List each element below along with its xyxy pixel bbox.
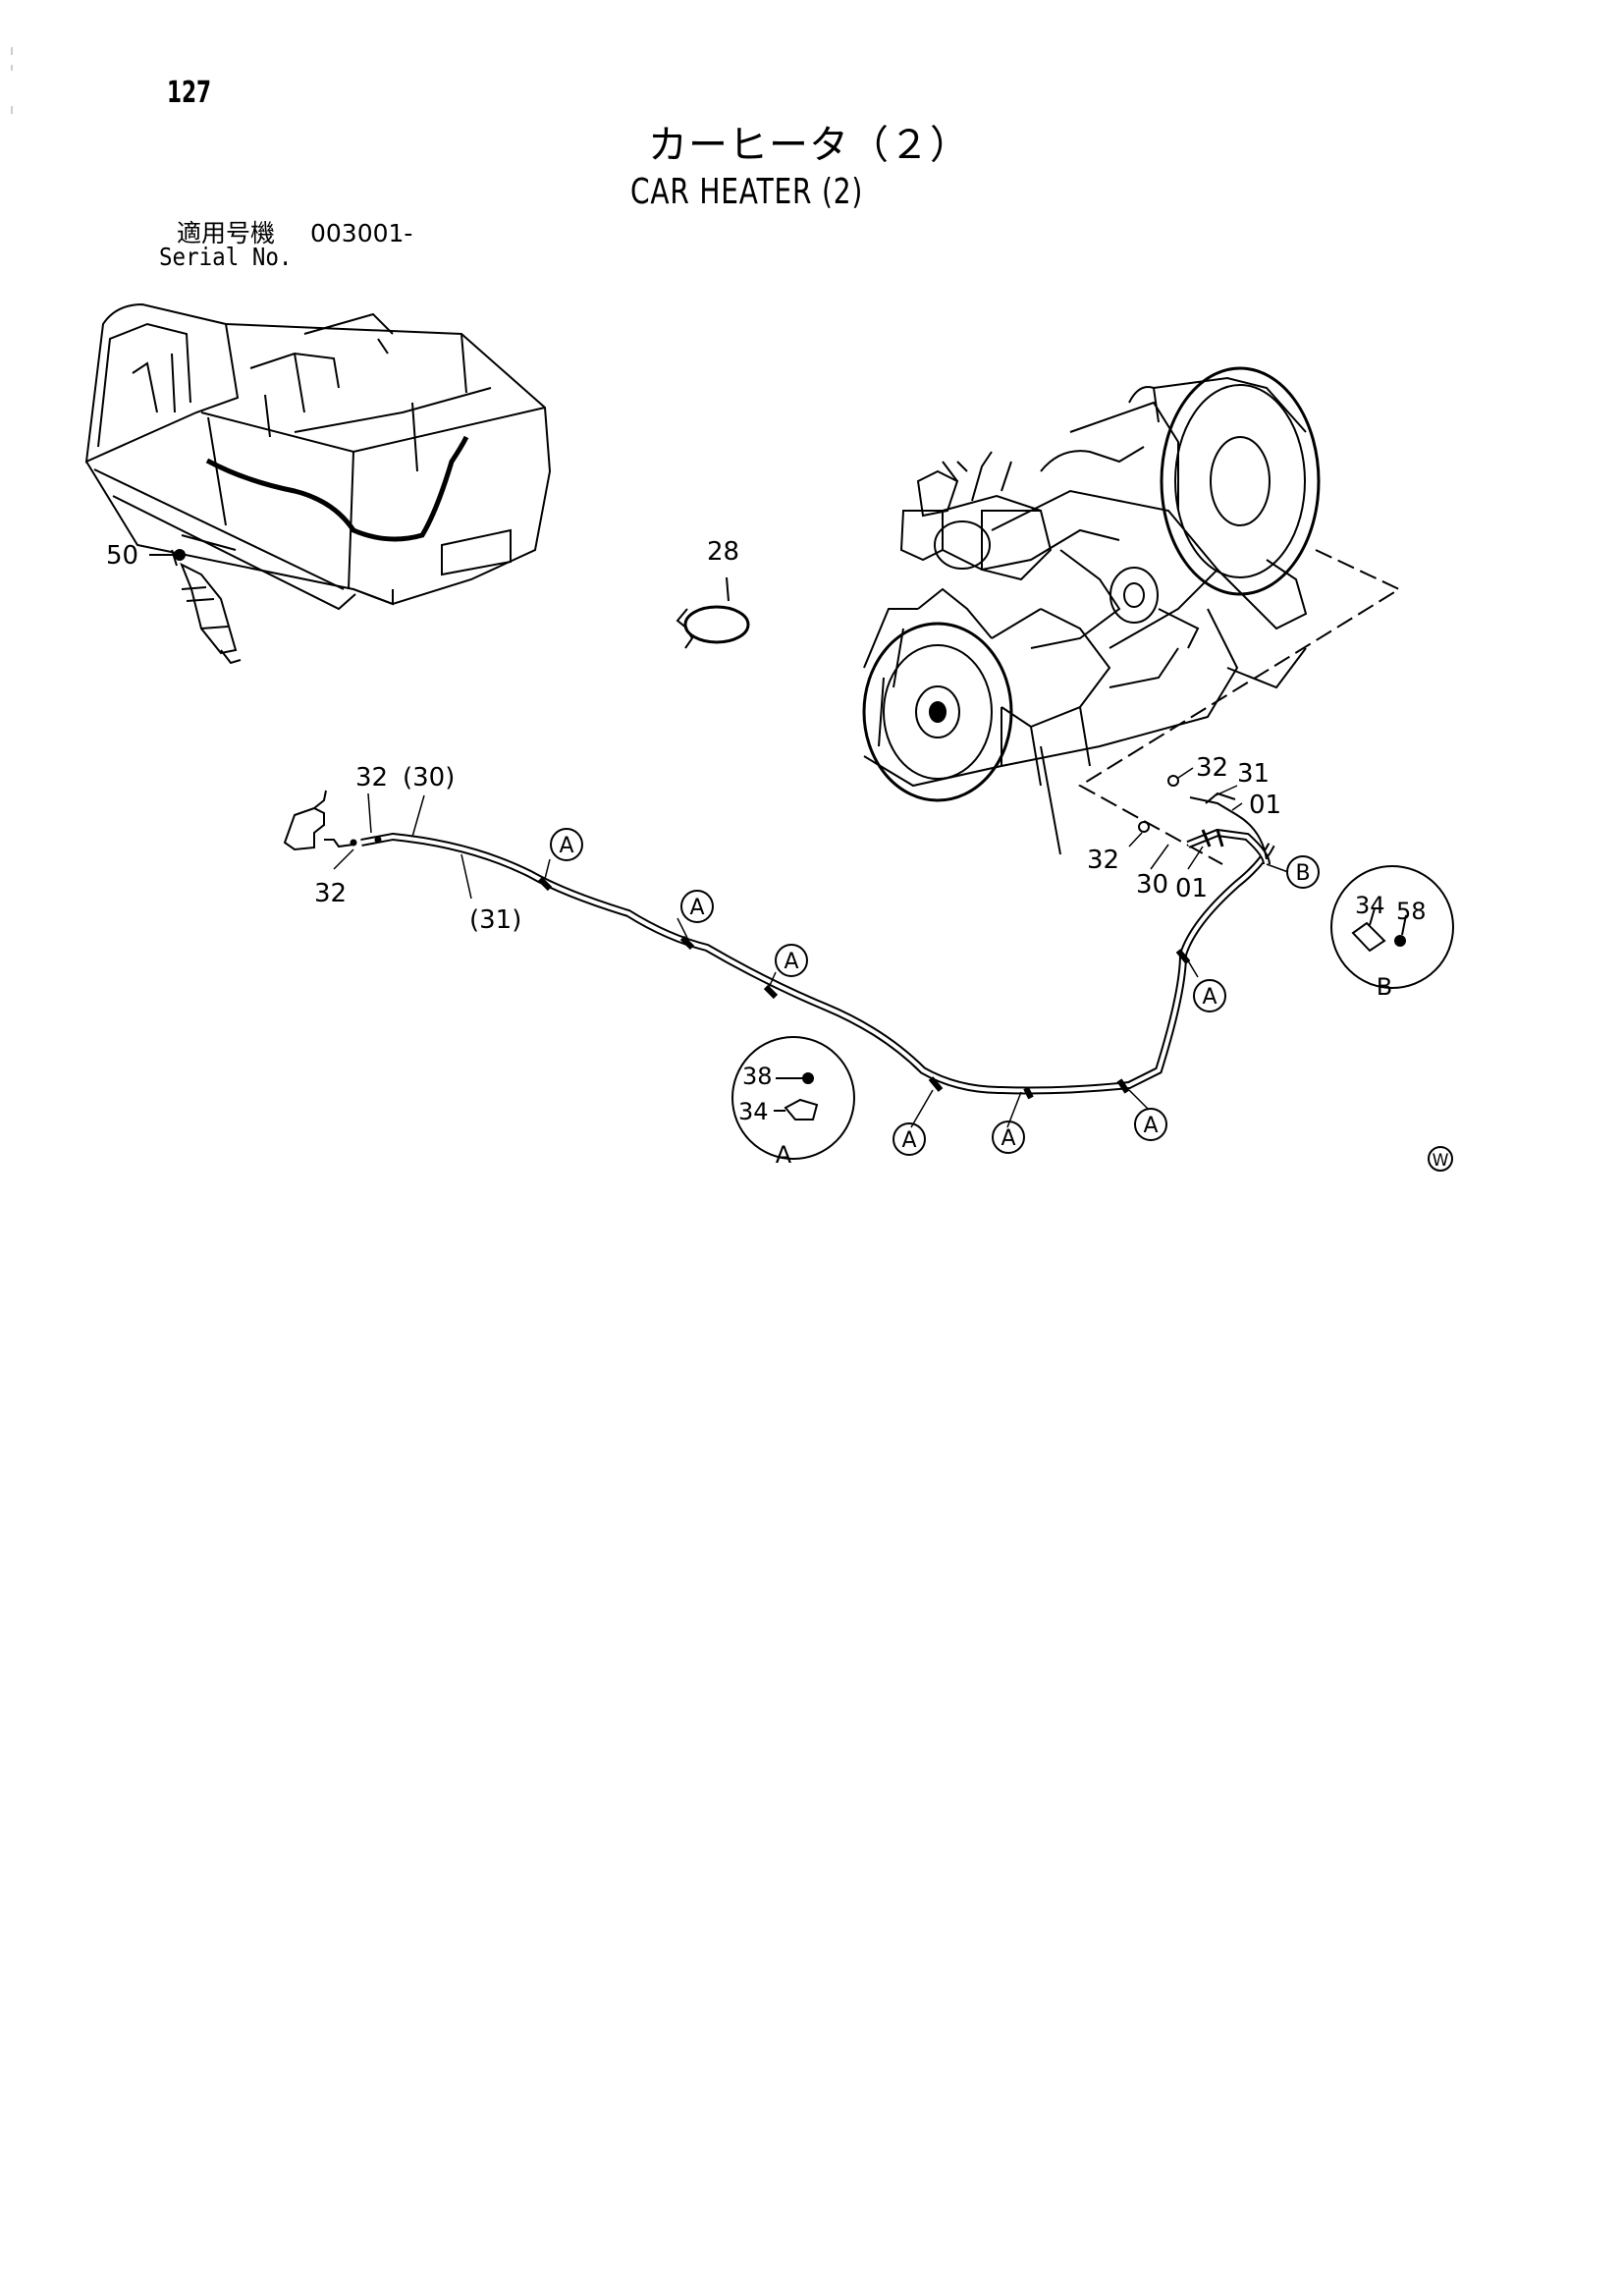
engine-frame-lines (1078, 549, 1402, 865)
callout-28: 28 (707, 537, 739, 567)
callout-32-right: 32 (1196, 753, 1228, 783)
leader-lines (333, 767, 1289, 1128)
callout-50: 50 (106, 541, 138, 571)
balloon-a-1 (550, 828, 583, 861)
balloon-circles (550, 828, 1453, 1172)
part-28-drawing (676, 576, 750, 649)
title-english: CAR HEATER (2) (630, 172, 864, 212)
callout-labels: 50 28 32 (30) 32 (31) 32 31 01 32 30 01 … (106, 537, 1449, 1171)
detail-circle-a (731, 1036, 855, 1160)
balloon-a-1-label: A (559, 834, 573, 858)
page-number: 127 (167, 76, 212, 110)
balloon-a-4-label: A (1202, 985, 1217, 1010)
callout-32-lower: 32 (1087, 846, 1119, 875)
detail-b-58: 58 (1396, 898, 1427, 925)
title-japanese: カーヒータ（２） (648, 123, 970, 168)
balloon-a-5-label: A (901, 1128, 916, 1153)
balloon-a-5 (893, 1122, 926, 1156)
balloon-b (1286, 855, 1320, 889)
w-mark: W (1433, 1151, 1449, 1171)
callout-30-right: 30 (1136, 870, 1168, 900)
excavator-drawing (84, 302, 552, 611)
serial-value: 003001- (310, 219, 413, 247)
callout-01-upper: 01 (1249, 791, 1281, 820)
detail-circle-b (1330, 865, 1454, 989)
detail-a-34: 34 (738, 1098, 769, 1125)
heater-hoses (283, 775, 1275, 1100)
serial-label-english: Serial No. (159, 243, 293, 271)
callout-31-right: 31 (1237, 759, 1270, 789)
serial-label-japanese: 適用号機 (177, 219, 276, 247)
callout-32-top: 32 (355, 763, 388, 793)
callout-32-bottom: 32 (314, 879, 347, 908)
balloon-a-6-label: A (1001, 1126, 1015, 1151)
callout-31-paren: (31) (469, 905, 521, 935)
detail-a-38: 38 (742, 1063, 773, 1090)
callout-30-paren: (30) (403, 763, 455, 793)
balloon-a-3 (775, 944, 808, 977)
callout-01-lower: 01 (1175, 874, 1208, 903)
detail-b-34: 34 (1355, 892, 1385, 919)
balloon-b-label: B (1295, 861, 1310, 886)
w-mark-circle (1428, 1146, 1453, 1172)
balloon-a-7 (1134, 1108, 1167, 1141)
balloon-a-6 (992, 1121, 1025, 1154)
detail-b-label: B (1377, 973, 1392, 1001)
part-50-drawing (149, 549, 242, 665)
balloon-a-2-label: A (689, 896, 704, 920)
balloon-a-3-label: A (784, 950, 798, 974)
detail-a-label: A (776, 1141, 792, 1169)
balloon-a-4 (1193, 979, 1226, 1012)
balloon-a-2 (680, 890, 714, 923)
engine-drawing (862, 366, 1321, 855)
balloon-a-7-label: A (1143, 1114, 1158, 1138)
